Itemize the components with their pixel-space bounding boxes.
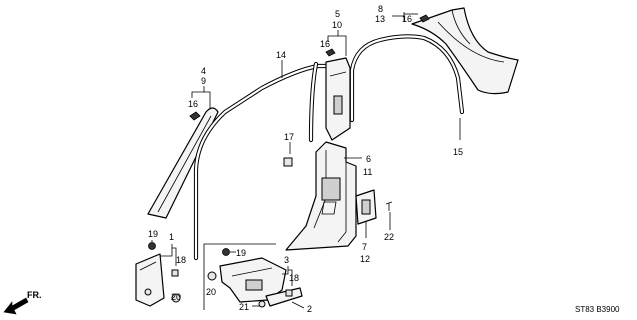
callout-6: 6 [366,154,371,164]
callout-21: 21 [239,302,249,312]
callout-20-b: 20 [206,287,216,297]
clips [148,14,430,308]
callout-20-a: 20 [171,292,181,302]
rear-opening-seal [349,34,465,123]
callout-7: 7 [362,242,367,252]
callout-17: 17 [284,132,294,142]
callout-16-c: 16 [402,14,412,24]
front-arrow-icon [3,297,29,315]
callout-1: 1 [169,232,174,242]
callout-14: 14 [276,50,286,60]
callout-22: 22 [384,232,394,242]
inset-frame [203,243,276,310]
callout-9: 9 [201,76,206,86]
callout-15: 15 [453,147,463,157]
callout-12: 12 [360,254,370,264]
callout-19-b: 19 [236,248,246,258]
callout-16-b: 16 [320,39,330,49]
callout-16-a: 16 [188,99,198,109]
belt-anchor-cover [355,189,377,225]
callout-3: 3 [284,255,289,265]
callout-18-a: 18 [176,255,186,265]
callout-11: 11 [363,167,372,177]
leader-lines [151,12,461,309]
center-pillar-upper-garnish [325,57,351,141]
callout-10: 10 [332,20,342,30]
diagram-code: ST83 B3900 [575,305,620,314]
callout-13: 13 [375,14,385,24]
callout-2: 2 [307,304,312,314]
callout-5: 5 [335,9,340,19]
front-direction-indicator: FR. [3,290,42,315]
lower-dash-trim [219,257,303,307]
a-pillar-garnish [147,107,219,219]
callout-18-b: 18 [289,273,299,283]
callout-8: 8 [378,4,383,14]
rear-pillar-garnish [411,7,519,95]
callout-labels: 4 9 16 5 10 16 8 13 16 14 15 17 6 11 7 1… [148,4,463,314]
front-opening-seal [193,61,329,261]
center-pillar-lower-garnish [285,141,357,251]
front-label: FR. [27,290,42,300]
callout-4: 4 [201,66,206,76]
callout-19-a: 19 [148,229,158,239]
side-trim-panel [135,253,165,307]
